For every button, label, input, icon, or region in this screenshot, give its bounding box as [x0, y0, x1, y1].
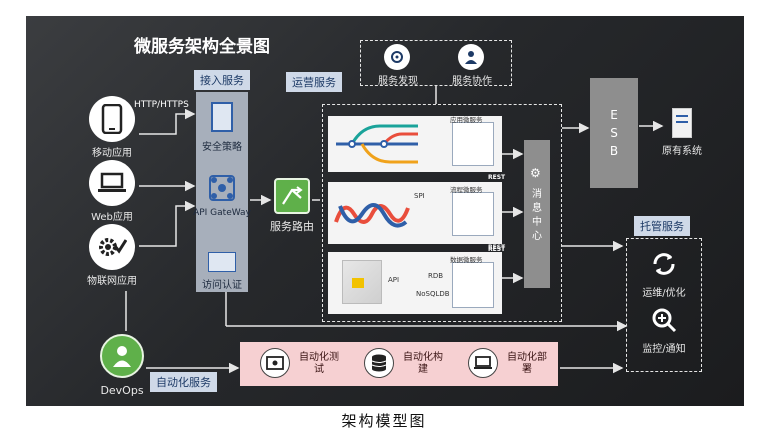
test-icon	[260, 348, 290, 378]
rdb-label: RDB	[428, 272, 444, 280]
auto-test-label: 自动化测试	[299, 352, 339, 375]
operations-box	[360, 40, 512, 86]
legacy-label: 原有系统	[662, 146, 702, 157]
devops-label: DevOps	[100, 384, 144, 397]
managed-box	[626, 238, 702, 372]
monitor-icon	[650, 306, 678, 334]
operations-tag: 运营服务	[286, 72, 342, 92]
router-label: 服务路由	[270, 220, 314, 233]
data-ms-doc	[452, 262, 494, 308]
data-ms-label: 数据微服务	[450, 256, 483, 264]
server-icon	[672, 108, 692, 138]
gateway-icon	[209, 175, 235, 201]
router-icon	[274, 178, 310, 214]
nosql-label: NoSQLDB	[416, 290, 450, 298]
process-ms-label: 流程微服务	[450, 186, 483, 194]
message-gear-icon: ⚙	[530, 166, 541, 180]
protocol-label: HTTP/HTTPS	[134, 100, 189, 110]
devops-icon	[100, 334, 144, 378]
gear-check-icon	[89, 224, 135, 270]
connector-iot	[139, 200, 196, 247]
ops-label: 运维/优化	[642, 288, 686, 299]
esb-box	[590, 78, 638, 188]
discovery-label: 服务发现	[378, 76, 418, 87]
esb-label: ESB	[609, 108, 619, 158]
coordination-icon	[458, 44, 484, 70]
app-ms-label: 应用微服务	[450, 116, 483, 124]
figure-caption: 架构模型图	[341, 412, 427, 430]
refresh-icon	[650, 250, 678, 278]
laptop-icon	[89, 160, 135, 206]
rest-process: REST	[488, 246, 506, 253]
client-label-mobile: 移动应用	[92, 148, 132, 159]
rest-top: REST	[488, 174, 506, 181]
data-cube-highlight	[352, 278, 364, 288]
spi-label: SPI	[414, 192, 425, 200]
client-label-iot: 物联网应用	[87, 276, 137, 287]
auth-label: 访问认证	[202, 280, 242, 291]
monitor-label: 监控/通知	[642, 344, 686, 355]
automation-tag: 自动化服务	[150, 372, 217, 392]
diagram-canvas: 微服务架构全景图 HTTP/HTTPS 移动应用 Web应用 物联网应用 接入服…	[26, 16, 744, 406]
rest-data: REST	[488, 244, 506, 251]
message-center	[524, 140, 550, 288]
auto-deploy-label: 自动化部署	[507, 352, 547, 375]
page-title: 微服务架构全景图	[134, 37, 270, 57]
security-label: 安全策略	[202, 142, 242, 153]
api-label: API	[388, 276, 400, 284]
message-center-label: 消息中心	[532, 189, 542, 242]
mobile-icon	[89, 96, 135, 142]
deploy-icon	[468, 348, 498, 378]
managed-tag: 托管服务	[634, 216, 690, 236]
build-icon	[364, 348, 394, 378]
process-ms-doc	[452, 192, 494, 236]
gateway-label: API GateWay	[193, 208, 251, 218]
app-ms-graphic	[336, 124, 418, 164]
process-ms-graphic	[334, 203, 410, 228]
client-label-web: Web应用	[91, 212, 133, 223]
coordination-label: 服务协作	[452, 76, 492, 87]
auto-build-label: 自动化构建	[403, 352, 443, 375]
auth-icon	[208, 252, 236, 272]
automation-bar	[240, 342, 558, 386]
microservices-box	[322, 104, 562, 322]
access-tag: 接入服务	[194, 70, 250, 90]
security-icon	[211, 102, 233, 132]
discovery-icon	[384, 44, 410, 70]
app-ms-doc	[452, 122, 494, 166]
connector-mobile	[139, 108, 196, 135]
